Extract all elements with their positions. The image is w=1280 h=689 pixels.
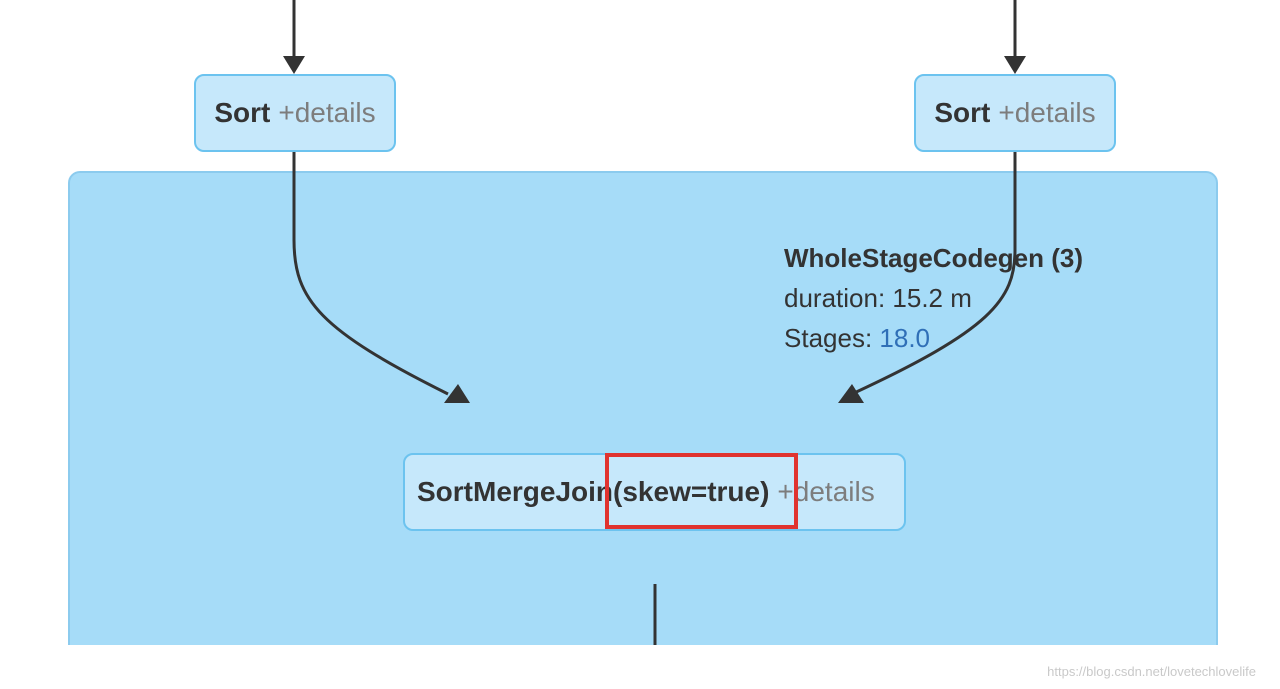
stage-link[interactable]: 18.0 (879, 323, 931, 353)
sort-node-left[interactable]: Sort +details (194, 74, 396, 152)
arrowhead-sort-right-icon (1004, 56, 1026, 74)
cluster-duration: duration: 15.2 m (784, 283, 972, 313)
page-bottom-strip (0, 645, 1280, 689)
node-name: Sort (214, 97, 271, 128)
watermark: https://blog.csdn.net/lovetechlovelife (1047, 664, 1256, 679)
cluster-title: WholeStageCodegen (3) (784, 243, 1084, 273)
details-toggle[interactable]: +details (278, 97, 376, 128)
details-toggle[interactable]: +details (777, 476, 875, 507)
node-name: Sort (934, 97, 991, 128)
cluster-stages: Stages: 18.0 (784, 318, 1083, 358)
cluster-label: WholeStageCodegen (3) duration: 15.2 m S… (784, 238, 1083, 358)
wholestagecodegen-cluster[interactable] (68, 171, 1218, 689)
cluster-stages-label: Stages: (784, 323, 880, 353)
details-toggle[interactable]: +details (998, 97, 1096, 128)
sortmergejoin-node[interactable]: SortMergeJoin(skew=true) +details (403, 453, 906, 531)
sort-node-right[interactable]: Sort +details (914, 74, 1116, 152)
node-name: SortMergeJoin(skew=true) (417, 476, 770, 507)
arrowhead-sort-left-icon (283, 56, 305, 74)
